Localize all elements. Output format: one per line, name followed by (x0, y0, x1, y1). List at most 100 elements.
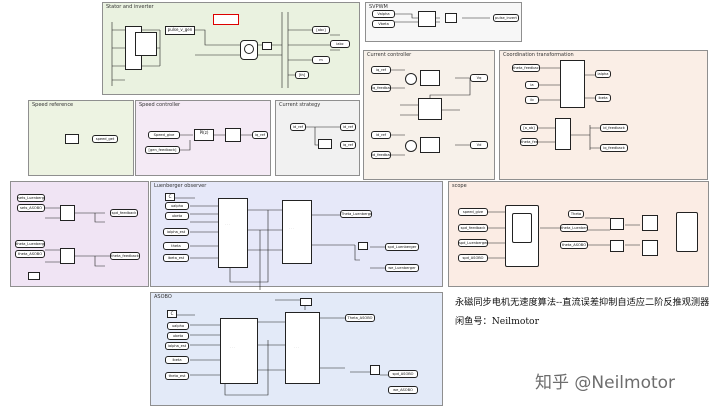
asobo-out-spd[interactable]: spd_ASOBO (388, 370, 418, 378)
sel-switch-theta[interactable] (60, 248, 75, 264)
area-title: SVPWM (369, 4, 388, 10)
inverter-bridge-block[interactable] (135, 32, 157, 56)
inverse-transform-block[interactable] (555, 118, 571, 150)
scope-in-spd-asobo[interactable]: spd_ASOBO (458, 254, 488, 262)
area-title: Speed reference (32, 102, 74, 108)
cc-sum-q[interactable] (405, 73, 417, 85)
speed-ref-out[interactable]: speed_get (92, 135, 118, 143)
scope-display-1[interactable] (512, 213, 532, 243)
svpwm-block[interactable] (418, 11, 436, 27)
lobs-ualpha[interactable]: ualpha (165, 202, 189, 210)
asobo-out-we[interactable]: we_ASOBO (388, 386, 418, 394)
speedctrl-pi[interactable]: PI(z) (194, 129, 214, 141)
scope-in-theta-asobo[interactable]: theta_ASOBO (560, 241, 588, 249)
tag-i-abc[interactable]: iabc (330, 40, 350, 48)
curref-in[interactable]: id_ref (290, 123, 306, 131)
pulse-generator-block[interactable]: pulse_v_gen (165, 26, 195, 35)
cc-sum-d[interactable] (405, 140, 417, 152)
speedctrl-in-give[interactable]: Speed_give (148, 131, 180, 139)
cc-pi-q[interactable] (420, 70, 440, 86)
svpwm-output[interactable]: pulse_invert (493, 14, 519, 22)
cc-pi-d[interactable] (420, 137, 440, 153)
cc-in-iq-ref[interactable]: iq_ref (371, 66, 391, 74)
svpwm-vbeta[interactable]: Vbeta (372, 20, 395, 28)
sel-theta-asobo[interactable]: theta_ASOBO (15, 250, 45, 258)
scope-in-spd-fb[interactable]: spd_feedback (458, 224, 488, 232)
cc-in-id-ref[interactable]: id_ref (371, 131, 391, 139)
coord-theta-fb[interactable]: theta_feedback (512, 64, 540, 72)
asobo-gain[interactable] (370, 365, 380, 375)
cc-decoupling[interactable] (418, 98, 442, 120)
lobs-out-we[interactable]: we_Luenberger (385, 264, 419, 272)
speedctrl-in-fb[interactable]: [gen_feedback] (145, 146, 180, 154)
coord-ibeta[interactable]: ibeta (595, 94, 611, 102)
lobs-ibeta[interactable]: ibeta_est (163, 254, 189, 262)
lobs-observer-core[interactable] (218, 198, 248, 268)
speedctrl-out[interactable]: iq_ref (252, 131, 268, 139)
coord-iq-fb[interactable]: iq_feedback (600, 144, 628, 152)
tag-m[interactable]: m (312, 56, 330, 64)
scope-in-theta-luenberger[interactable]: theta_Luenberger (560, 224, 588, 232)
speed-step-source[interactable] (65, 134, 79, 144)
svpwm-gain[interactable] (445, 13, 457, 23)
gain-block[interactable] (262, 42, 272, 50)
asobo-top-gain[interactable] (300, 298, 312, 306)
lobs-pll-block[interactable] (282, 200, 312, 264)
sel-theta-luenberger[interactable]: theta_Luenberger (15, 240, 45, 248)
area-title: Luenberger observer (154, 183, 207, 189)
red-warning-block[interactable] (213, 14, 239, 25)
tag-u-abc[interactable]: [abc] (312, 26, 330, 34)
asobo-pll-block[interactable] (285, 312, 320, 384)
clarke-park-block[interactable] (560, 60, 585, 108)
tag-theta[interactable]: [th] (295, 71, 309, 79)
asobo-ubeta[interactable]: ubeta (167, 332, 189, 340)
asobo-observer-core[interactable] (220, 318, 258, 384)
lobs-ialpha[interactable]: ialpha_est (163, 228, 189, 236)
asobo-theta-est[interactable]: theta_est (165, 372, 189, 380)
coord-ia[interactable]: ia (525, 81, 539, 89)
scope-in-theta[interactable]: Theta (568, 210, 584, 218)
curref-switch[interactable] (318, 139, 332, 149)
sel-theta-feedback[interactable]: theta_feedback (110, 252, 140, 260)
asobo-ialpha[interactable]: ialpha_est (165, 342, 189, 350)
coord-ib[interactable]: ib (525, 96, 539, 104)
scope-gauge-1-icon[interactable] (642, 215, 658, 231)
scope-error-2[interactable] (610, 240, 624, 252)
asobo-const[interactable]: C (167, 310, 177, 318)
lobs-const[interactable]: C (165, 193, 175, 201)
asobo-ualpha[interactable]: ualpha (167, 322, 189, 330)
scope-in-speed-give[interactable]: speed_give (458, 208, 488, 216)
sel-spd-asobo[interactable]: sets_ASOBO (17, 204, 45, 212)
cc-in-id-fb[interactable]: id_feedback (371, 151, 391, 159)
current-reference-area[interactable]: Current strategy (275, 100, 360, 176)
asobo-out-theta[interactable]: Theta_ASOBO (345, 314, 375, 322)
scope-error-1[interactable] (610, 218, 624, 230)
cc-out-vq[interactable]: Vq (470, 74, 488, 82)
lobs-theta[interactable]: theta (163, 242, 189, 250)
asobo-ibeta[interactable]: ibeta (165, 356, 189, 364)
svpwm-valpha[interactable]: Valpha (372, 10, 395, 18)
scope-in-spd-luenberger[interactable]: spd_Luenberger (458, 239, 488, 247)
coord-ialpha[interactable]: ialpha (595, 70, 611, 78)
area-title: Coordination transformation (503, 52, 574, 58)
lobs-out-theta[interactable]: Theta_Luenberger (340, 210, 372, 218)
coord-ia2[interactable]: [a_ab] (520, 124, 538, 132)
lobs-gain[interactable] (358, 242, 368, 250)
scope-gauge-2-icon[interactable] (642, 240, 658, 256)
scope-area[interactable]: scope (448, 181, 709, 287)
coord-id-fb[interactable]: id_feedback (600, 124, 628, 132)
sel-switch-speed[interactable] (60, 205, 75, 221)
scope-display-2[interactable] (676, 212, 698, 252)
lobs-ubeta[interactable]: ubeta (165, 212, 189, 220)
curref-out-id[interactable]: id_ref (340, 123, 356, 131)
coord-theta2[interactable]: theta_feedback (520, 138, 538, 146)
sel-spd-feedback[interactable]: spd_feedback (110, 209, 138, 217)
cc-out-vd[interactable]: Vd (470, 141, 488, 149)
speedctrl-limit[interactable] (225, 128, 241, 142)
sel-spd-luenberger[interactable]: sets_Luenberger (17, 194, 45, 202)
curref-out-iq[interactable]: iq_ref (340, 141, 356, 149)
lobs-out-spd[interactable]: spd_Luenberger (385, 243, 419, 251)
sel-constant[interactable] (28, 272, 40, 280)
cc-in-iq-fb[interactable]: iq_feedback (371, 84, 391, 92)
speed-reference-area[interactable]: Speed reference (28, 100, 134, 176)
